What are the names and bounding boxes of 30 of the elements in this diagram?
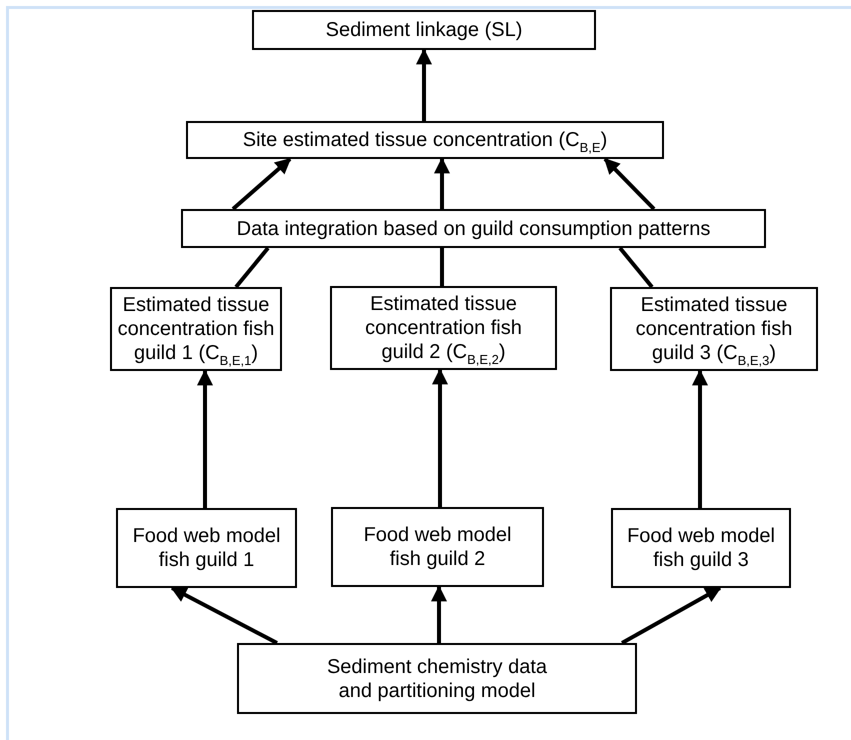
box-label: Food web model fish guild 1 [132,524,282,572]
process-box [252,10,596,50]
arrow [604,158,656,210]
arrow [232,158,292,210]
arrow [434,157,450,209]
process-box [610,287,818,371]
box-label: Food web model fish guild 2 [362,523,512,571]
arrow [692,369,708,508]
arrow [432,368,448,507]
process-box [186,121,664,159]
arrow [416,48,432,121]
process-box [331,507,544,587]
box-label: Estimated tissue concentration fish guild 1 (C$_{B,E,1}$) [116,293,276,365]
box-label: Site estimated tissue concentration (C$_{B,E}$) [242,128,608,152]
arrow [170,586,278,645]
box-label: Sediment chemistry data and partitioning model [326,654,548,702]
process-box [237,643,637,714]
process-box [110,287,282,371]
process-box [611,508,791,588]
process-box [330,286,557,370]
box-label: Food web model fish guild 3 [626,524,776,572]
process-box [116,508,297,588]
box-label: Estimated tissue concentration fish guild 3 (C$_{B,E,3}$) [634,293,794,365]
arrow [621,586,722,645]
arrow [197,369,213,508]
process-box [181,209,766,248]
box-label: Data integration based on guild consumption patterns [236,216,710,240]
arrow [431,585,447,643]
box-label: Sediment linkage (SL) [326,18,522,42]
box-label: Estimated tissue concentration fish guild 2 (C$_{B,E,2}$) [364,292,523,364]
